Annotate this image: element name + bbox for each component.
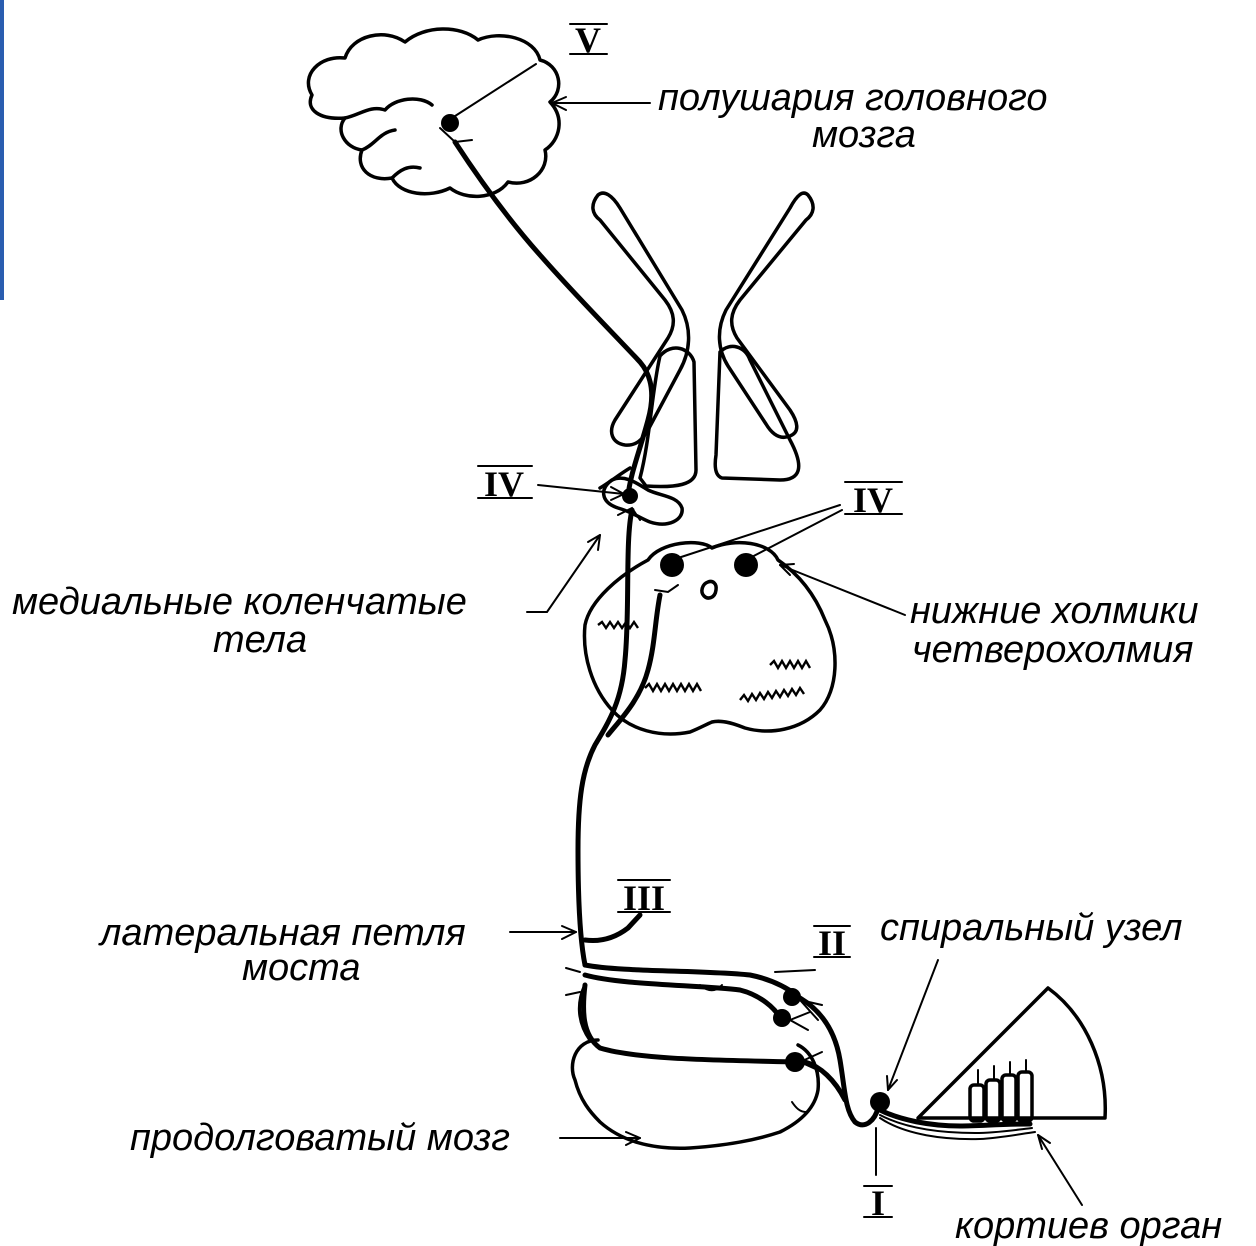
label-medial-geniculate-line1: медиальные коленчатые xyxy=(12,581,467,623)
cochlear-nucleus-neuron-3 xyxy=(785,1052,805,1072)
label-hemispheres-line2: мозга xyxy=(812,114,916,156)
roman-numerals: V IV IV III II I xyxy=(478,20,902,1223)
label-inferior-colliculi-line1: нижние холмики xyxy=(910,590,1199,632)
cochlea xyxy=(918,988,1105,1121)
geniculate-neuron xyxy=(622,488,638,504)
hair-cells xyxy=(970,1060,1032,1121)
label-lateral-lemniscus-line2: моста xyxy=(242,947,361,989)
cochlear-nucleus-neuron-1 xyxy=(783,988,801,1006)
cortex-neuron xyxy=(441,114,459,132)
cerebral-peduncles xyxy=(593,193,813,488)
text-labels: полушария головного мозга медиальные кол… xyxy=(12,77,1222,1246)
cochlear-nucleus-neuron-2 xyxy=(773,1009,791,1027)
label-organ-of-corti: кортиев орган xyxy=(955,1205,1222,1246)
label-medial-geniculate-line2: тела xyxy=(213,619,307,661)
spiral-ganglion-neuron xyxy=(870,1092,890,1112)
label-spiral-ganglion: спиральный узел xyxy=(880,907,1182,949)
label-hemispheres-line1: полушария головного xyxy=(658,77,1048,119)
label-medulla: продолговатый мозг xyxy=(130,1117,510,1159)
label-inferior-colliculi-line2: четверохолмия xyxy=(912,629,1193,671)
cerebral-hemisphere xyxy=(308,29,559,196)
